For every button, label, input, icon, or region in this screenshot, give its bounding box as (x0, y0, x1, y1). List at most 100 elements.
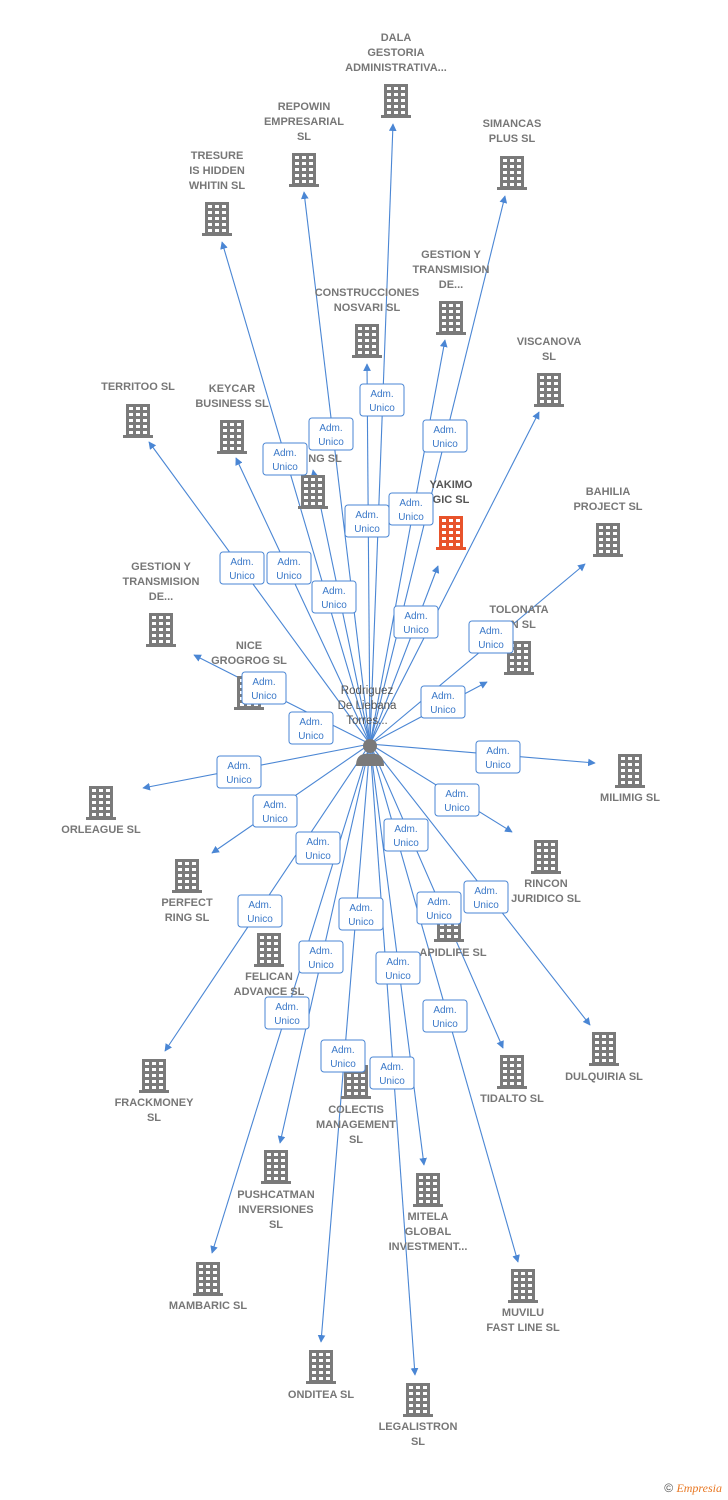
edge-label-perfect[interactable]: Adm.Unico (252, 794, 298, 828)
edge-label-ng[interactable]: Adm.Unico (262, 442, 308, 476)
building-icon-tidalto[interactable] (497, 1055, 527, 1089)
building-icon-gestion1[interactable] (436, 301, 466, 335)
building-icon-repowin[interactable] (289, 153, 319, 187)
edge-label-felican[interactable]: Adm.Unico (237, 894, 283, 928)
building-icon-tresure[interactable] (202, 202, 232, 236)
svg-text:SL: SL (349, 1134, 363, 1146)
building-icon-felican[interactable] (254, 933, 284, 967)
node-label-dulquiria[interactable]: DULQUIRIA SL (565, 1071, 643, 1083)
edge-label-repowin[interactable]: Adm.Unico (308, 417, 354, 451)
node-label-gestion1[interactable]: GESTION YTRANSMISIONDE... (413, 249, 490, 291)
edge-label-yakimo[interactable]: Adm.Unico (388, 492, 434, 526)
edge-label-gestion1[interactable]: Adm. Unico (422, 419, 468, 453)
building-icon-mambaric[interactable] (193, 1262, 223, 1296)
node-label-gestion2[interactable]: GESTION YTRANSMISIONDE... (123, 561, 200, 603)
building-icon-dala[interactable] (381, 84, 411, 118)
edge-label-keycar[interactable]: Adm.Unico (266, 551, 312, 585)
person-icon[interactable] (356, 739, 384, 766)
edge-label-muvilu[interactable]: Adm.Unico (422, 999, 468, 1033)
edge-label-colectis[interactable]: Adm.Unico (338, 897, 384, 931)
svg-text:TERRITOO SL: TERRITOO SL (101, 381, 175, 393)
edge-label-tolonata[interactable]: Adm.Unico (420, 685, 466, 719)
edge-label-mitela[interactable]: Adm.Unico (375, 951, 421, 985)
edge-label-frackmoney[interactable]: Adm.Unico (295, 831, 341, 865)
building-icon-dulquiria[interactable] (589, 1032, 619, 1066)
edge-label-orleague[interactable]: Adm.Unico (216, 755, 262, 789)
footer-brand[interactable]: © Empresia (664, 1481, 722, 1496)
edge-label-line1: Adm. (433, 425, 456, 436)
edge-label-extra-0[interactable]: Adm.Unico (344, 504, 390, 538)
building-icon-orleague[interactable] (86, 786, 116, 820)
edge-label-line1: Adm. (230, 557, 253, 568)
node-label-dala[interactable]: DALAGESTORIAADMINISTRATIVA... (345, 32, 447, 74)
edge-label-apidlife[interactable]: Adm.Unico (416, 891, 462, 925)
edge-label-dulquiria[interactable]: Adm.Unico (463, 880, 509, 914)
node-label-ng[interactable]: NG SL (308, 453, 342, 465)
edge-label-extra-3[interactable]: Adm.Unico (288, 711, 334, 745)
building-icon-pushcatman[interactable] (261, 1150, 291, 1184)
building-icon-onditea[interactable] (306, 1350, 336, 1384)
node-label-mitela[interactable]: MITELAGLOBALINVESTMENT... (389, 1211, 468, 1253)
building-icon-ng[interactable] (298, 475, 328, 509)
edge-label-tidalto[interactable]: Adm.Unico (383, 818, 429, 852)
building-icon-frackmoney[interactable] (139, 1059, 169, 1093)
edge-label-rincon[interactable]: Adm.Unico (434, 783, 480, 817)
edge-label-mambaric[interactable]: Adm.Unico (264, 996, 310, 1030)
edge-label-line2: Unico (432, 439, 458, 450)
node-label-orleague[interactable]: ORLEAGUE SL (61, 824, 141, 836)
edge-label-nice[interactable]: Adm.Unico (241, 671, 287, 705)
building-icon-simancas[interactable] (497, 156, 527, 190)
edge-label-legalistron[interactable]: Adm.Unico (369, 1056, 415, 1090)
edge-label-milimig[interactable]: Adm.Unico (475, 740, 521, 774)
node-label-tidalto[interactable]: TIDALTO SL (480, 1093, 544, 1105)
building-icon-perfect[interactable] (172, 859, 202, 893)
building-icon-gestion2[interactable] (146, 613, 176, 647)
edge-label-extra-2[interactable]: Adm.Unico (393, 605, 439, 639)
svg-text:RING SL: RING SL (165, 912, 210, 924)
building-icon-milimig[interactable] (615, 754, 645, 788)
node-label-territoo[interactable]: TERRITOO SL (101, 381, 175, 393)
node-label-mambaric[interactable]: MAMBARIC SL (169, 1300, 247, 1312)
node-label-apidlife[interactable]: APIDLIFE SL (419, 947, 487, 959)
building-icon-mitela[interactable] (413, 1173, 443, 1207)
edge-label-bahilia[interactable]: Adm.Unico (468, 620, 514, 654)
edge-label-pushcatman[interactable]: Adm.Unico (298, 940, 344, 974)
edge-label-construcciones[interactable]: Adm.Unico (359, 383, 405, 417)
building-icon-keycar[interactable] (217, 420, 247, 454)
edge-label-line2: Unico (272, 462, 298, 473)
node-label-onditea[interactable]: ONDITEA SL (288, 1389, 354, 1401)
building-icon-viscanova[interactable] (534, 373, 564, 407)
node-label-milimig[interactable]: MILIMIG SL (600, 792, 660, 804)
building-icon-legalistron[interactable] (403, 1383, 433, 1417)
edge-label-onditea[interactable]: Adm.Unico (320, 1039, 366, 1073)
svg-text:SL: SL (411, 1436, 425, 1448)
building-icon-muvilu[interactable] (508, 1269, 538, 1303)
edge-label-line2: Unico (251, 691, 277, 702)
building-icon-territoo[interactable] (123, 404, 153, 438)
building-icon-construcciones[interactable] (352, 324, 382, 358)
edge-label-extra-1[interactable]: Adm.Unico (311, 580, 357, 614)
building-icon-rincon[interactable] (531, 840, 561, 874)
building-icon-yakimo[interactable] (436, 516, 466, 550)
svg-text:DE...: DE... (439, 279, 463, 291)
building-icon-bahilia[interactable] (593, 523, 623, 557)
edge-label-territoo[interactable]: Adm.Unico (219, 551, 265, 585)
